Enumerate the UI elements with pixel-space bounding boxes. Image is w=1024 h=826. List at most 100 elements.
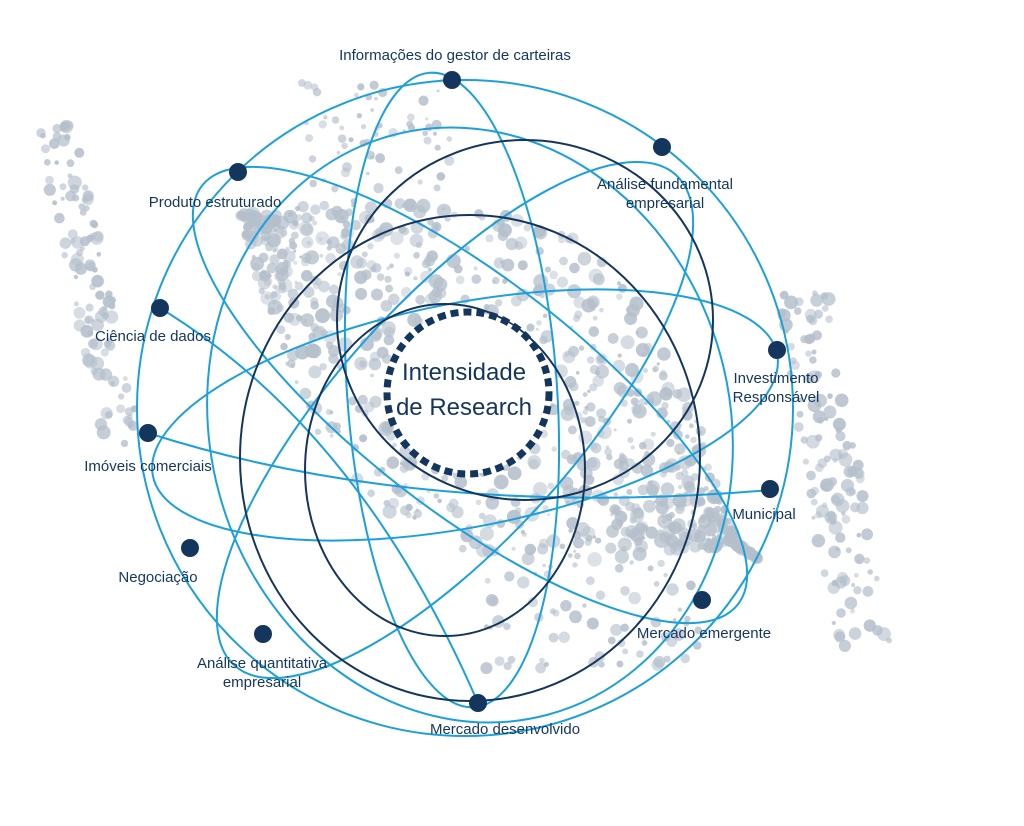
background-dot — [686, 580, 696, 591]
background-dot — [390, 231, 404, 245]
background-dot — [297, 201, 309, 213]
background-dot — [370, 266, 377, 273]
background-dot — [874, 575, 880, 582]
background-dot — [304, 250, 320, 265]
background-dot — [625, 458, 635, 468]
background-dot — [361, 251, 368, 258]
background-dot — [475, 499, 482, 506]
background-dot — [677, 455, 693, 470]
background-dot — [454, 475, 468, 489]
orbit-tilted-ellipse — [206, 126, 734, 724]
background-dot — [91, 318, 104, 332]
background-dot — [617, 353, 622, 358]
background-dot — [287, 288, 299, 300]
background-dot — [383, 499, 390, 507]
background-dot — [667, 522, 676, 531]
background-dot — [404, 483, 408, 487]
background-dot — [432, 131, 437, 136]
background-dot — [423, 136, 432, 145]
background-dot — [263, 276, 273, 286]
background-dot — [659, 470, 668, 478]
label-informacoes-gestor: Informações do gestor de carteiras — [339, 47, 571, 64]
background-dot — [436, 89, 440, 93]
background-dot — [585, 576, 595, 586]
background-dot — [78, 203, 86, 211]
background-dot — [657, 559, 665, 568]
background-dot — [827, 510, 836, 520]
background-dot — [342, 162, 352, 172]
background-dot — [287, 349, 299, 361]
background-dot — [854, 572, 859, 578]
background-dot — [329, 433, 334, 438]
background-dot — [49, 138, 60, 149]
background-dot — [838, 639, 852, 653]
background-dot — [108, 302, 116, 310]
background-dot — [805, 350, 812, 357]
background-dot — [341, 142, 348, 150]
background-dot — [250, 218, 260, 227]
background-dot — [838, 452, 853, 467]
background-dot — [309, 179, 318, 188]
background-dot — [389, 263, 394, 269]
background-dot — [678, 485, 683, 490]
background-dot — [828, 545, 841, 559]
background-dot — [680, 653, 690, 664]
background-dot — [656, 362, 660, 366]
background-dot — [105, 290, 113, 299]
background-dot — [418, 95, 429, 106]
background-dot — [378, 421, 394, 436]
background-dot — [494, 299, 503, 307]
background-dot — [329, 410, 334, 415]
background-dot — [589, 383, 598, 392]
node-analise-quantitativa — [254, 625, 272, 643]
background-dot — [527, 455, 542, 469]
background-dot — [689, 540, 702, 553]
background-dot — [811, 515, 816, 520]
background-dot — [842, 440, 852, 451]
background-dot — [814, 371, 820, 377]
background-dot — [60, 126, 65, 131]
background-dot — [82, 184, 89, 191]
background-dot — [581, 526, 596, 541]
background-dot — [637, 484, 649, 496]
background-dot — [634, 539, 648, 553]
background-dot — [673, 618, 677, 622]
background-dot — [409, 233, 424, 248]
background-dot — [588, 326, 600, 337]
background-dot — [815, 511, 823, 519]
background-dot — [812, 410, 826, 424]
background-dot — [433, 224, 440, 230]
background-dot — [848, 627, 862, 640]
background-dot — [381, 321, 396, 336]
background-dot — [663, 655, 671, 663]
background-dot — [424, 255, 436, 267]
background-dot — [802, 458, 810, 465]
background-dot — [274, 228, 278, 232]
background-dot — [810, 293, 824, 307]
background-dot — [787, 342, 795, 351]
background-dot — [290, 363, 295, 369]
background-dot — [87, 338, 99, 349]
background-dot — [405, 503, 413, 511]
background-dot — [312, 88, 322, 97]
label-imoveis-comerciais: Imóveis comerciais — [84, 458, 212, 475]
background-dot — [404, 199, 416, 211]
background-dot — [851, 583, 856, 587]
background-dot — [582, 603, 587, 608]
background-dot — [278, 278, 293, 293]
background-dot — [572, 562, 578, 568]
background-dot — [685, 434, 690, 439]
background-dot — [796, 410, 804, 418]
background-dot — [415, 294, 426, 305]
background-dot — [300, 313, 315, 327]
background-dot — [59, 183, 67, 191]
background-dot — [348, 137, 354, 143]
background-dot — [110, 381, 115, 386]
background-dot — [337, 134, 347, 143]
center-label-line1: Intensidade — [402, 359, 526, 386]
background-dot — [120, 439, 129, 448]
background-dot — [517, 576, 530, 589]
background-dot — [74, 147, 85, 158]
